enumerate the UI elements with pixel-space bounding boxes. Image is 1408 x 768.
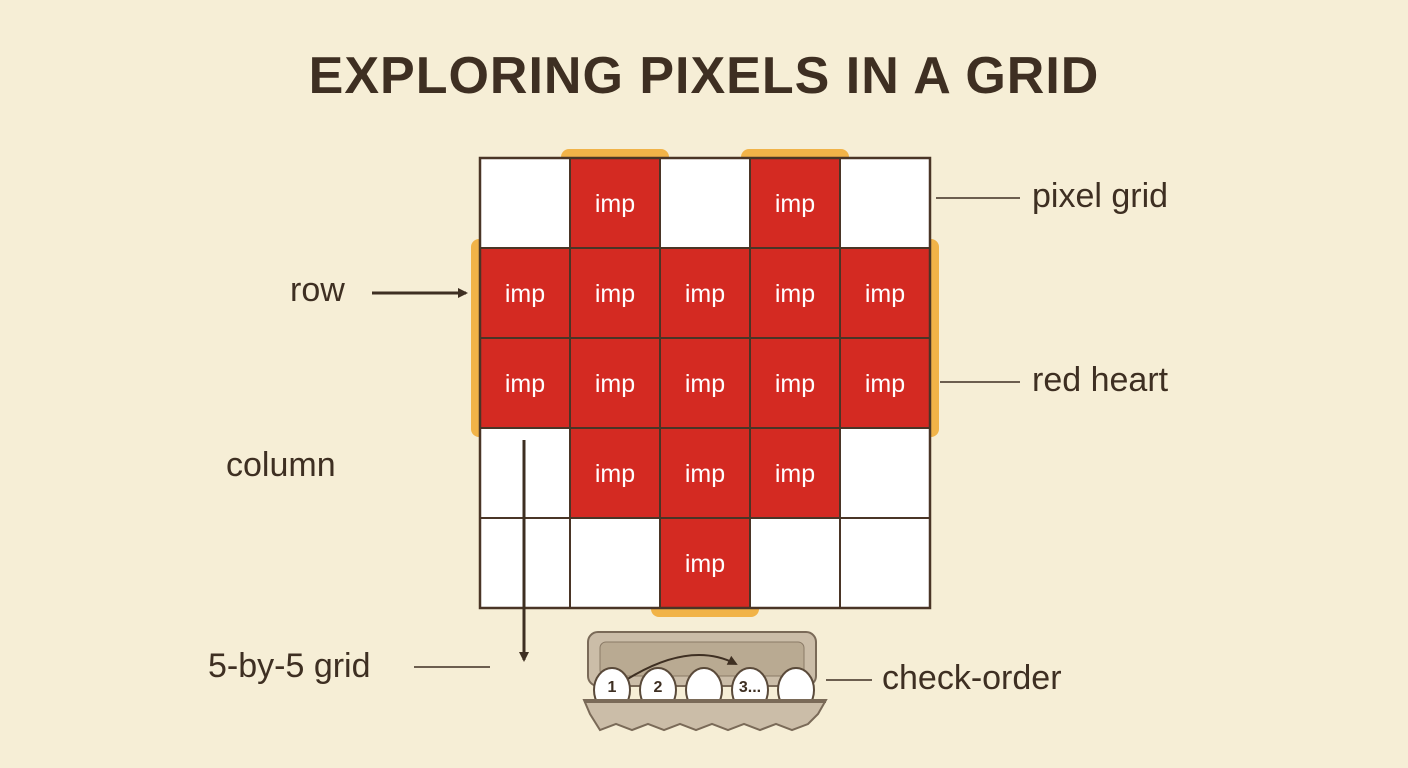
pixel-cell-filled	[749, 427, 841, 519]
pixel-cell-label: imp	[685, 370, 725, 398]
pixel-cell-filled	[749, 247, 841, 339]
pixel-cell-empty	[839, 427, 931, 519]
page-title: EXPLORING PIXELS IN A GRID	[308, 47, 1100, 105]
row-label: row	[290, 271, 345, 309]
pixel-cell-empty	[839, 157, 931, 249]
pixel-cell-label: imp	[505, 280, 545, 308]
pixel-cell-empty	[569, 517, 661, 609]
pixel-cell-filled	[659, 337, 751, 429]
pixel-cell-label: imp	[685, 550, 725, 578]
pixel-cell-filled	[659, 517, 751, 609]
pixel-grid-label: pixel grid	[1032, 177, 1169, 215]
column-label: column	[226, 446, 336, 484]
pixel-cell-label: imp	[865, 280, 905, 308]
grid-border	[478, 156, 932, 610]
pixel-cell-label: imp	[685, 460, 725, 488]
pixel-cell-label: imp	[595, 460, 635, 488]
pixel-cell-filled	[479, 247, 571, 339]
pixel-cell-empty	[749, 517, 841, 609]
pixel-cell-label: imp	[685, 280, 725, 308]
pixel-cell-label: imp	[595, 280, 635, 308]
pixel-cell-filled	[839, 337, 931, 429]
check-order-label: check-order	[882, 659, 1062, 697]
pixel-cell-empty	[659, 157, 751, 249]
egg-label: 1	[608, 679, 617, 696]
pixel-cell-label: imp	[775, 280, 815, 308]
pixel-cell-filled	[839, 247, 931, 339]
pixel-cell-label: imp	[775, 190, 815, 218]
pixel-cell-empty	[479, 157, 571, 249]
egg-carton-icon: 1 2 3...	[582, 631, 828, 732]
pixel-cell-empty	[839, 517, 931, 609]
grid-size-label: 5-by-5 grid	[208, 647, 371, 685]
pixel-cell-label: imp	[775, 460, 815, 488]
pixel-cell-label: imp	[595, 190, 635, 218]
pixel-cell-label: imp	[595, 370, 635, 398]
egg-label: 2	[654, 679, 663, 696]
egg-label: 3...	[739, 679, 761, 696]
pixel-grid: imp imp imp imp imp imp imp imp imp imp imp imp imp i…	[478, 156, 932, 610]
pixel-cell-label: imp	[775, 370, 815, 398]
pixel-cell-label: imp	[865, 370, 905, 398]
red-heart-label: red heart	[1032, 361, 1169, 399]
pixel-cell-label: imp	[505, 370, 545, 398]
